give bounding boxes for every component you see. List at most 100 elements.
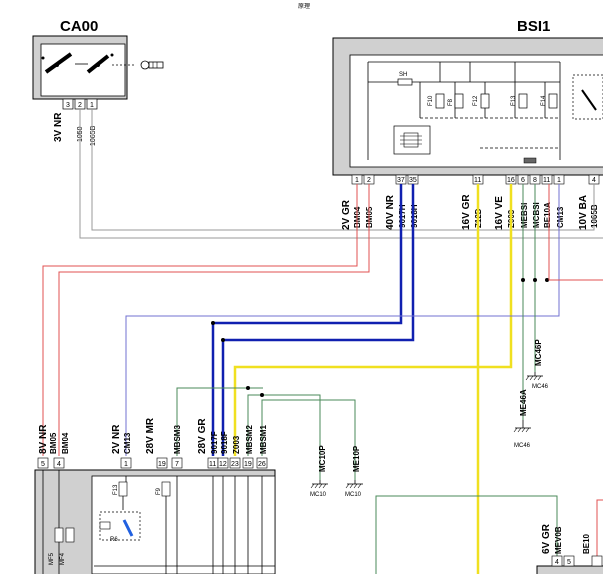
lower-pin: 23: [231, 461, 239, 468]
ground-label-mc10p: MC10P: [318, 445, 327, 472]
lower-pin: 19: [158, 461, 166, 468]
wire-label-mcbsi: MCBSI: [532, 202, 541, 228]
bsi1-pin: 11: [474, 177, 481, 184]
lower-connector-label: 8V NR: [38, 424, 49, 454]
lower-connector-label: 28V MR: [145, 417, 156, 454]
lower-pin: 7: [175, 461, 179, 468]
wire-cm13: [125, 184, 560, 456]
ground-me46: [513, 420, 531, 433]
ground-label-me46a: ME46A: [519, 389, 528, 416]
wire-9017: [211, 184, 403, 456]
wire-label-9017f: 9017F: [210, 431, 219, 454]
lower-module-box: [34, 469, 276, 574]
lower-label-mf5: MF5: [49, 552, 55, 565]
bsi1-fuse-label: F14: [541, 95, 547, 106]
bsi1-fuse-label: F13: [511, 95, 517, 106]
wire-label-be10: BE10: [582, 533, 591, 554]
header-tiny-title: 原理: [298, 3, 310, 10]
bsi1-fuse-label: F12: [473, 95, 479, 106]
lower-connector-label: 28V GR: [197, 418, 208, 454]
wire-label-mebsi: MEBSI: [520, 203, 529, 228]
bsi1-box: [332, 37, 603, 176]
bsi1-pin: 16: [507, 177, 515, 184]
wire-z003: [233, 184, 513, 456]
bsi1-pin: 35: [409, 177, 417, 184]
bsi1-pin: 1: [355, 177, 359, 184]
ground-mc10p: [310, 480, 328, 489]
wire-be10a: [548, 184, 603, 281]
relay-r6-label: R6: [110, 537, 118, 543]
wire-ca00-1065b: [91, 109, 595, 231]
wire-label-mbsm3: MBSM3: [173, 425, 182, 454]
ground-me10p: [345, 480, 363, 489]
wire-label-bm04-lower: BM04: [61, 432, 70, 454]
bsi1-pin-blocks: [351, 174, 600, 185]
ca00-pin: 2: [78, 102, 82, 109]
bsi1-title: BSI1: [517, 18, 550, 35]
wire-ca00-1050: [79, 109, 603, 239]
bsi1-pin: 6: [521, 177, 525, 184]
wire-label-be10a: BE10A: [543, 202, 552, 228]
lower-label-mf4: MF4: [60, 552, 66, 565]
wire-label-cm13: CM13: [556, 206, 565, 228]
lower-pin: 19: [244, 461, 252, 468]
ground-label-me10p: ME10P: [352, 445, 361, 472]
ground-label-mc10: MC10: [310, 492, 327, 498]
ca00-pin: 1: [90, 102, 94, 109]
bottom-right-pin: 5: [567, 559, 571, 566]
bsi1-pin: 11: [543, 177, 550, 184]
wire-9018: [221, 184, 415, 456]
wire-label-9017h: 9017H: [398, 204, 407, 228]
wire-label-z003-lower: Z003: [232, 435, 241, 454]
ca00-wire-label: 1065B: [90, 125, 97, 146]
bsi1-fuse-label: F10: [428, 95, 434, 106]
wire-label-bm05-lower: BM05: [49, 432, 58, 454]
wire-label-cm13-lower: CM13: [123, 432, 132, 454]
lower-fuse-f9: F9: [156, 487, 162, 495]
ground-mc46: [525, 372, 543, 381]
bsi1-connector-label: 16V VE: [494, 196, 505, 230]
wire-label-9018h: 9018H: [410, 204, 419, 228]
ca00-title: CA00: [60, 18, 98, 35]
ground-label-mc46: MC46: [532, 384, 549, 390]
bottom-right-pin: 4: [555, 559, 559, 566]
ground-label-mc10-right: MC10: [345, 492, 362, 498]
ground-label-mc46p: MC46P: [534, 339, 543, 366]
wire-mev0b: [375, 495, 558, 574]
bsi1-pin: 37: [397, 177, 405, 184]
lower-pin: 11: [209, 461, 216, 468]
bottom-right-box: [536, 555, 603, 574]
lower-pin-blocks: [37, 457, 268, 469]
bsi1-connector-label: 2V GR: [341, 199, 352, 230]
bottom-right-connector-label: 6V GR: [541, 523, 552, 554]
wire-label-mbsm2: MBSM2: [245, 425, 254, 454]
wire-mbsm1: [261, 399, 356, 480]
wire-bm04: [42, 184, 358, 456]
wire-bm05: [58, 184, 370, 456]
wire-mbsm2: [247, 394, 321, 480]
bsi1-connector-label: 10V BA: [578, 195, 589, 230]
lower-connector-label: 2V NR: [111, 424, 122, 454]
lower-pin: 5: [41, 461, 45, 468]
ground-label-mc46-lower: MC46: [514, 443, 531, 449]
bsi1-pin: 8: [533, 177, 537, 184]
wire-label-mbsm1: MBSM1: [259, 425, 268, 454]
bsi1-fuse-label: SH: [399, 72, 407, 78]
ca00-pin-block: 3 2 1: [62, 98, 98, 110]
key-icon: [140, 60, 164, 70]
lower-pin: 26: [258, 461, 266, 468]
wire-mbsm3: [176, 387, 263, 456]
lower-pin: 4: [57, 461, 61, 468]
bsi1-pin: 4: [592, 177, 596, 184]
ca00-box: [32, 35, 136, 100]
wire-label-9018f: 9018F: [220, 431, 229, 454]
bsi1-connector-label: 16V GR: [461, 194, 472, 230]
lower-pin: 1: [124, 461, 128, 468]
bsi1-connector-label: 40V NR: [385, 194, 396, 230]
lower-fuse-f13: F13: [113, 484, 119, 495]
bsi1-pin: 2: [367, 177, 371, 184]
wire-label-mev0b: MEV0B: [554, 526, 563, 554]
bsi1-pin: 1: [557, 177, 561, 184]
